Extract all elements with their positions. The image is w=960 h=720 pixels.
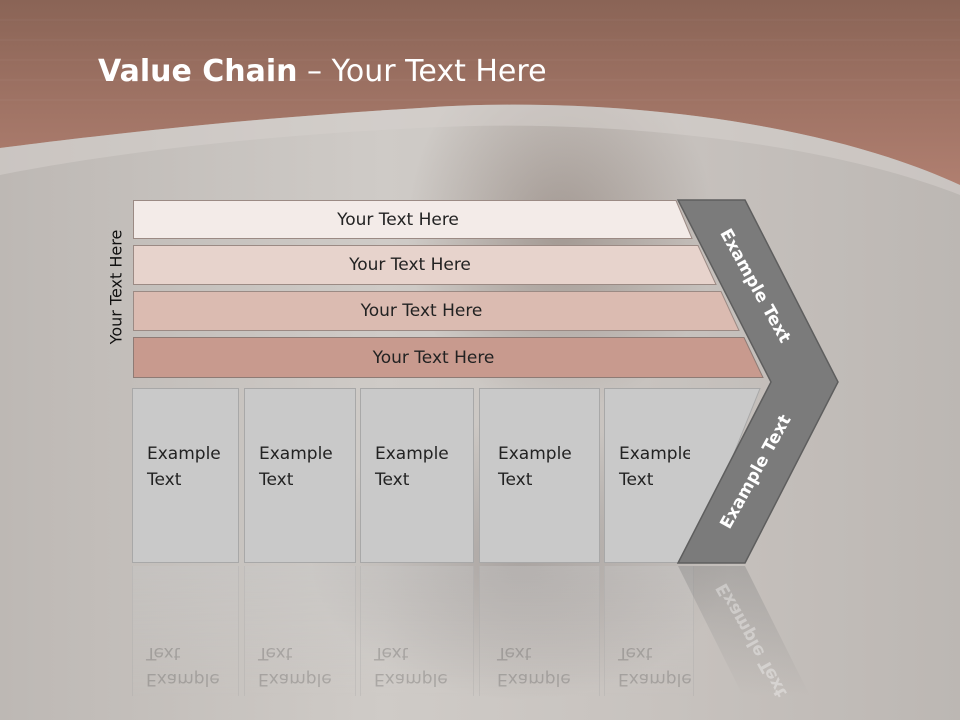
- reflection-box-4: [479, 566, 600, 696]
- reflection-text-2-line2: Text: [258, 643, 293, 663]
- reflection-text-5: Example Text: [618, 640, 692, 692]
- reflection-text-3-line1: Example: [374, 669, 448, 689]
- activity-box-3: Example Text: [360, 388, 474, 563]
- support-bar-4-shape: [133, 337, 764, 378]
- reflection-text-1: Example Text: [146, 640, 220, 692]
- activity-box-2-line2: Text: [259, 470, 294, 490]
- title-bold: Value Chain: [98, 54, 298, 89]
- activity-box-4-line1: Example: [498, 444, 572, 464]
- support-bar-2-label: Your Text Here: [349, 255, 471, 275]
- activity-box-2-line1: Example: [259, 444, 333, 464]
- reflection-text-4-line1: Example: [497, 669, 571, 689]
- activity-box-3-line1: Example: [375, 444, 449, 464]
- support-bar-1-shape: [133, 200, 693, 239]
- reflection-box-1: [132, 566, 239, 696]
- support-bar-4: Your Text Here: [133, 337, 764, 378]
- reflection-text-2-line1: Example: [258, 669, 332, 689]
- reflection-box-3: [360, 566, 474, 696]
- reflection-text-5-line2: Text: [618, 643, 653, 663]
- support-bar-1: Your Text Here: [133, 200, 693, 239]
- slide-title: Value Chain – Your Text Here: [98, 54, 547, 89]
- side-label: Your Text Here: [106, 229, 126, 345]
- reflection-text-3: Example Text: [374, 640, 448, 692]
- activity-box-1-line1: Example: [147, 444, 221, 464]
- header-band: [0, 0, 960, 195]
- reflection-text-1-line1: Example: [146, 669, 220, 689]
- title-rest: – Your Text Here: [297, 54, 547, 89]
- activity-box-5: Example Text: [604, 388, 694, 563]
- activity-box-1: Example Text: [132, 388, 239, 563]
- activity-box-4-line2: Text: [498, 470, 533, 490]
- support-bar-3-label: Your Text Here: [360, 301, 483, 321]
- reflection-chevron: [678, 566, 810, 696]
- activity-box-4: Example Text: [479, 388, 600, 563]
- support-bar-3: Your Text Here: [133, 291, 740, 331]
- reflection-text-4: Example Text: [497, 640, 571, 692]
- reflection-text-2: Example Text: [258, 640, 332, 692]
- support-bar-2-shape: [133, 245, 717, 285]
- margin-chevron: [676, 199, 839, 564]
- reflection-text-4-line2: Text: [497, 643, 532, 663]
- activity-box-2: Example Text: [244, 388, 356, 563]
- reflection-box-5: [604, 566, 694, 696]
- activity-box-3-line2: Text: [375, 470, 410, 490]
- activity-box-5-line2: Text: [619, 470, 654, 490]
- reflection-box-2: [244, 566, 356, 696]
- support-bar-3-shape: [133, 291, 740, 331]
- support-bar-4-label: Your Text Here: [372, 347, 495, 368]
- reflection-text-1-line2: Text: [146, 643, 181, 663]
- reflection-text-5-line1: Example: [618, 669, 692, 689]
- activity-box-5-line1: Example: [619, 444, 693, 464]
- support-bar-1-label: Your Text Here: [337, 209, 459, 230]
- reflection-text-3-line2: Text: [374, 643, 409, 663]
- activity-box-1-line2: Text: [147, 470, 182, 490]
- support-bar-2: Your Text Here: [133, 245, 717, 285]
